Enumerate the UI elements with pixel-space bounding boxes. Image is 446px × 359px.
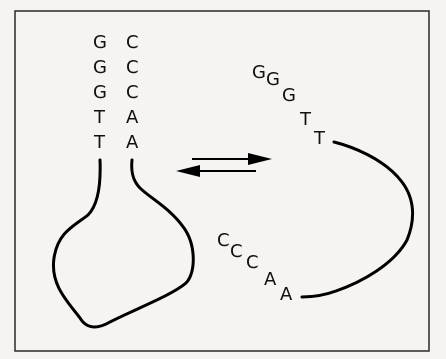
open-bottom-base: C — [217, 230, 230, 251]
right-strand-base: C — [126, 82, 139, 103]
hairpin-loop-curve — [53, 160, 193, 327]
open-form-top-letters: G G G T T — [252, 62, 326, 149]
left-strand-base: G — [93, 32, 107, 53]
open-bottom-base: A — [264, 269, 277, 290]
open-bottom-base: C — [230, 241, 243, 262]
right-strand-base: C — [126, 32, 139, 53]
left-hairpin-left-strand: G G G T T — [93, 32, 107, 153]
open-top-base: G — [266, 69, 280, 90]
open-form-bottom-letters: C C C A A — [217, 230, 293, 305]
open-bottom-base: A — [280, 284, 293, 305]
open-top-base: T — [299, 109, 312, 130]
right-strand-base: A — [126, 132, 139, 153]
left-strand-base: G — [93, 82, 107, 103]
right-strand-base: C — [126, 57, 139, 78]
forward-arrow-head — [248, 153, 272, 165]
open-form-strand-curve — [302, 142, 413, 297]
open-top-base: T — [313, 128, 326, 149]
reverse-arrow-head — [176, 165, 200, 177]
open-top-base: G — [252, 62, 266, 83]
figure-border — [15, 11, 429, 351]
right-strand-base: A — [126, 107, 139, 128]
left-strand-base: T — [93, 132, 106, 153]
left-hairpin-right-strand: C C C A A — [126, 32, 139, 153]
left-strand-base: G — [93, 57, 107, 78]
open-bottom-base: C — [246, 252, 259, 273]
open-top-base: G — [282, 85, 296, 106]
equilibrium-arrows — [176, 153, 272, 177]
left-strand-base: T — [93, 107, 106, 128]
